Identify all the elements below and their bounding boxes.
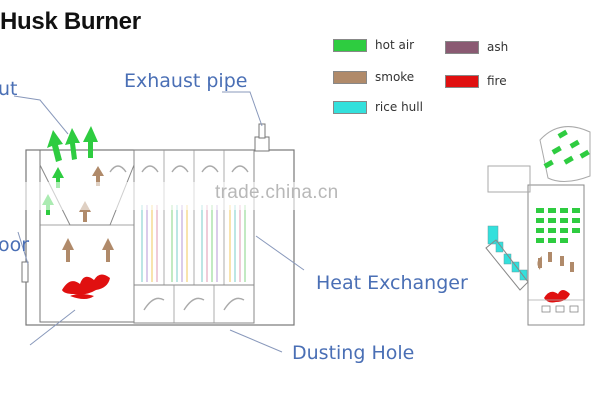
- legend-label-smoke: smoke: [375, 70, 415, 84]
- burner-housing: [21, 123, 295, 326]
- diagram-title: Husk Burner: [0, 8, 141, 35]
- legend-item-ash: ash: [445, 40, 508, 54]
- exhaust-pipe: [254, 136, 270, 152]
- upward-arrow-icon: [62, 166, 114, 262]
- legend-item-smoke: smoke: [333, 70, 414, 84]
- legend-item-fire: fire: [445, 74, 507, 88]
- legend-swatch-hot-air: [333, 38, 367, 52]
- legend-swatch-ash: [445, 40, 479, 54]
- legend-item-rice-hull: rice hull: [333, 100, 423, 114]
- flame-icon: [62, 274, 110, 299]
- callout-heat-exchanger: Heat Exchanger: [316, 272, 468, 294]
- callout-door: oor: [0, 234, 30, 256]
- swirl-icon: [109, 165, 249, 173]
- legend-swatch-fire: [445, 74, 479, 88]
- callout-exhaust-pipe: Exhaust pipe: [124, 70, 248, 92]
- legend-label-ash: ash: [487, 40, 509, 54]
- legend-label-hot-air: hot air: [375, 38, 415, 52]
- legend-label-fire: fire: [487, 74, 507, 88]
- furnace-door: [21, 261, 29, 283]
- legend-label-rice-hull: rice hull: [375, 100, 423, 114]
- legend-swatch-rice-hull: [333, 100, 367, 114]
- callout-leaders: [13, 91, 305, 353]
- callout-outlet: ut: [0, 78, 18, 100]
- side-view-diagram: [485, 126, 591, 326]
- heat-exchanger: [109, 149, 255, 286]
- dusting-chambers: [133, 284, 255, 324]
- watermark: trade.china.cn: [215, 182, 339, 203]
- callout-dusting-hole: Dusting Hole: [292, 342, 415, 364]
- legend-item-hot-air: hot air: [333, 38, 414, 52]
- legend-swatch-smoke: [333, 70, 367, 84]
